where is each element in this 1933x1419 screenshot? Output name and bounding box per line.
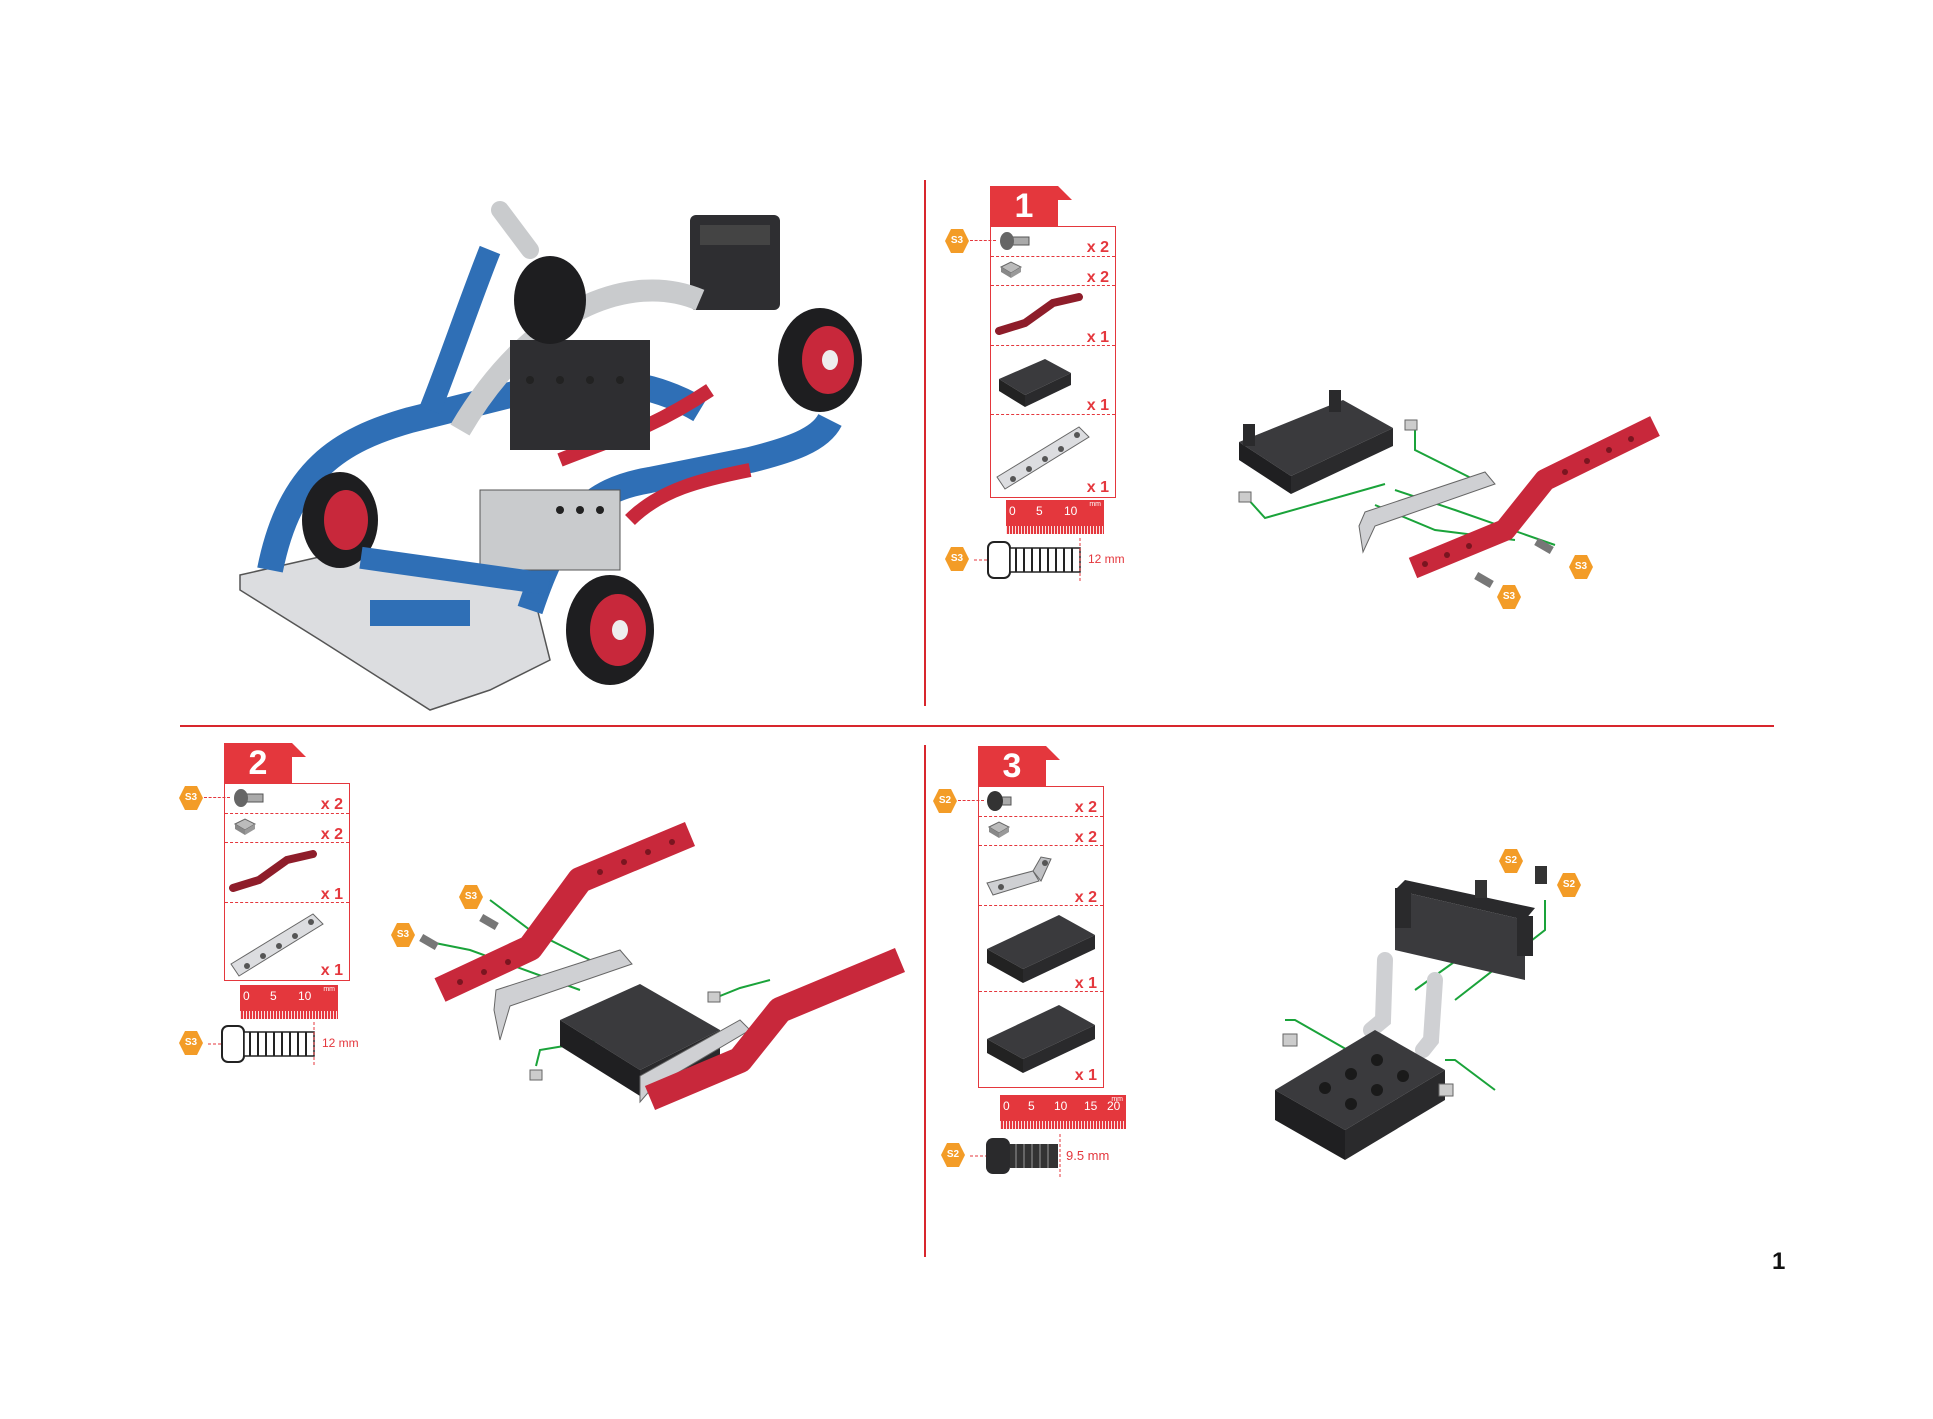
step-3-qty-nut: x 2 [1074, 829, 1097, 846]
divider-vertical-bottom [924, 745, 926, 1257]
angle-bracket-icon [986, 856, 1052, 896]
step-2-qty-beam: x 1 [320, 886, 343, 903]
black-plate-icon [987, 1005, 1095, 1073]
step-2-assembly-illustration [419, 822, 905, 1110]
step-3-badge-leader [958, 800, 984, 801]
step-1-number: 1 [990, 186, 1072, 226]
step-2-bolt-badge: S3 [178, 785, 204, 811]
step-2-screw-badge: S3 [178, 1030, 204, 1056]
triangle-plate-icon [996, 426, 1090, 490]
step-3-qty-bolt: x 2 [1074, 799, 1097, 816]
bolt-icon [234, 789, 264, 807]
step-1-assembly-illustration [1238, 390, 1660, 588]
step-3-qty-plate-a: x 1 [1074, 975, 1097, 992]
step-2-number: 2 [224, 743, 306, 783]
triangle-plate-icon [230, 913, 324, 977]
black-plate-icon [999, 359, 1071, 407]
divider-horizontal [180, 725, 1774, 727]
step-1-parts-list: x 2 x 2 x 1 x 1 x 1 [990, 226, 1116, 498]
bolt-icon [1000, 232, 1030, 250]
step-3-assembly-badge-b: S2 [1556, 872, 1582, 898]
square-nut-icon [999, 261, 1023, 278]
step-3-qty-bracket: x 2 [1074, 889, 1097, 906]
step-1-bolt-badge: S3 [944, 228, 970, 254]
step-3-assembly-illustration [1275, 866, 1547, 1160]
step-1-assembly-badge-a: S3 [1568, 554, 1594, 580]
step-1-qty-triangle: x 1 [1086, 479, 1109, 496]
square-nut-icon [233, 818, 257, 835]
step-2-assembly-badge-b: S3 [390, 922, 416, 948]
wheel-rear-left [514, 256, 586, 344]
page-number: 1 [1772, 1248, 1786, 1275]
step-1-screw-length: 12 mm [1088, 552, 1125, 566]
bolt-icon [987, 791, 1012, 811]
step-3-screw-badge: S2 [940, 1142, 966, 1168]
step-1-screw-badge: S3 [944, 546, 970, 572]
step-2-qty-triangle: x 1 [320, 962, 343, 979]
square-nut-icon [987, 821, 1011, 838]
step-1-qty-beam: x 1 [1086, 329, 1109, 346]
step-1-badge-leader [970, 240, 996, 241]
red-bent-beam-icon [229, 850, 317, 892]
step-2-screw-icon [208, 1022, 315, 1066]
step-3-qty-plate-b: x 1 [1074, 1067, 1097, 1084]
finished-model-illustration [239, 201, 862, 711]
step-1-qty-nut: x 2 [1086, 269, 1109, 286]
step-2-badge-leader [204, 797, 230, 798]
step-2-assembly-badge-a: S3 [458, 884, 484, 910]
step-2-ruler: 0 5 10 mm [240, 985, 338, 1019]
step-1-qty-plate: x 1 [1086, 397, 1109, 414]
step-3-screw-length: 9.5 mm [1066, 1148, 1110, 1163]
step-1-qty-bolt: x 2 [1086, 239, 1109, 256]
black-plate-icon [987, 915, 1095, 983]
step-3-ruler: 0 5 10 15 20 mm [1000, 1095, 1126, 1129]
step-2-parts-list: x 2 x 2 x 1 x 1 [224, 783, 350, 981]
divider-vertical-top [924, 180, 926, 706]
step-3-assembly-badge-a: S2 [1498, 848, 1524, 874]
step-2-qty-bolt: x 2 [320, 796, 343, 813]
step-1-assembly-badge-b: S3 [1496, 584, 1522, 610]
step-3-bolt-badge: S2 [932, 788, 958, 814]
step-3-number: 3 [978, 746, 1060, 786]
step-1-ruler: 0 5 10 mm [1006, 500, 1104, 534]
step-3-screw-icon [970, 1134, 1061, 1178]
step-2-screw-length: 12 mm [322, 1036, 359, 1050]
red-bent-beam-icon [995, 293, 1083, 335]
step-2-qty-nut: x 2 [320, 826, 343, 843]
step-1-screw-icon [974, 538, 1081, 582]
step-3-parts-list: x 2 x 2 x 2 x 1 x 1 [978, 786, 1104, 1088]
